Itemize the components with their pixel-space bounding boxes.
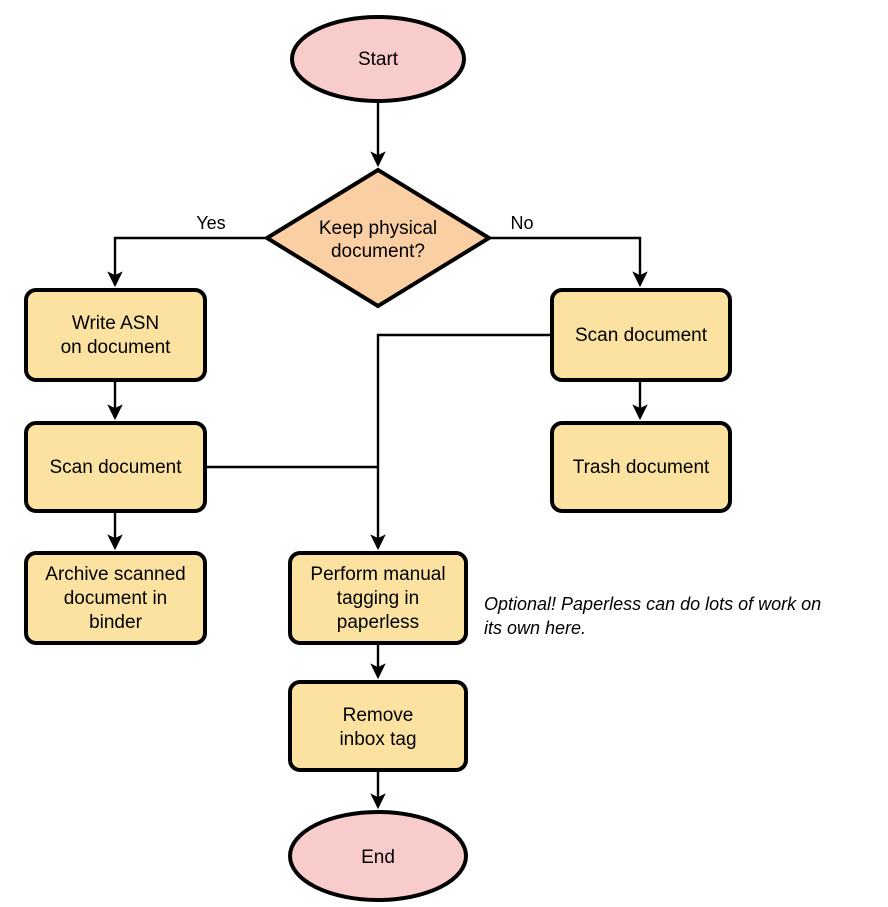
archive-box-shape	[24, 551, 207, 645]
edge-label-yes: Yes	[196, 213, 225, 233]
remove-inbox-label-line2: inbox tag	[339, 729, 416, 750]
write-asn-label-line1: Write ASN	[72, 313, 159, 334]
start-label: Start	[358, 49, 399, 70]
write-asn-label-line2: on document	[61, 337, 172, 358]
trash-box-shape	[550, 421, 732, 513]
manual-tagging-label-line1: Perform manual	[310, 564, 445, 585]
node-remove-inbox-tag[interactable]: Remove inbox tag	[288, 680, 468, 772]
node-perform-manual-tagging[interactable]: Perform manual tagging in paperless	[288, 551, 468, 645]
archive-label-line2: document in	[64, 588, 168, 609]
end-label: End	[361, 847, 395, 868]
manual-tagging-label-line2: tagging in	[337, 588, 419, 609]
start-ellipse-shape	[290, 15, 466, 103]
write-asn-box-shape	[24, 288, 207, 382]
annotation-optional-note: Optional! Paperless can do lots of work …	[484, 594, 821, 638]
archive-label-line3: binder	[89, 612, 142, 633]
node-write-asn-on-document[interactable]: Write ASN on document	[24, 288, 207, 382]
edge-decision-yes-to-write-asn	[107, 236, 265, 288]
decision-label-line2: document?	[331, 241, 425, 262]
end-ellipse-shape	[288, 810, 468, 902]
manual-tagging-label-line3: paperless	[337, 612, 419, 633]
note-line1: Optional! Paperless can do lots of work …	[484, 594, 821, 614]
decision-diamond-shape	[263, 167, 493, 309]
node-scan-document-right[interactable]: Scan document	[550, 288, 732, 382]
note-line2: its own here.	[484, 618, 586, 638]
scan-left-label: Scan document	[49, 457, 182, 478]
scan-right-box-shape	[550, 288, 732, 382]
scan-right-label: Scan document	[575, 325, 708, 346]
trash-label: Trash document	[573, 457, 710, 478]
edge-label-no: No	[510, 213, 533, 233]
remove-inbox-box-shape	[288, 680, 468, 772]
node-scan-document-left[interactable]: Scan document	[24, 421, 207, 513]
manual-tagging-box-shape	[288, 551, 468, 645]
edge-layer	[107, 103, 648, 810]
node-trash-document[interactable]: Trash document	[550, 421, 732, 513]
node-start[interactable]: Start	[290, 15, 466, 103]
edge-decision-no-to-scan-right	[490, 236, 648, 288]
archive-label-line1: Archive scanned	[45, 564, 185, 585]
node-end[interactable]: End	[288, 810, 468, 902]
scan-left-box-shape	[24, 421, 207, 513]
remove-inbox-label-line1: Remove	[343, 705, 414, 726]
edge-scan-right-to-manual-tagging	[370, 333, 552, 551]
decision-label-line1: Keep physical	[319, 218, 437, 239]
node-decision-keep-physical-document[interactable]: Keep physical document?	[263, 167, 493, 309]
node-archive-scanned-document[interactable]: Archive scanned document in binder	[24, 551, 207, 645]
